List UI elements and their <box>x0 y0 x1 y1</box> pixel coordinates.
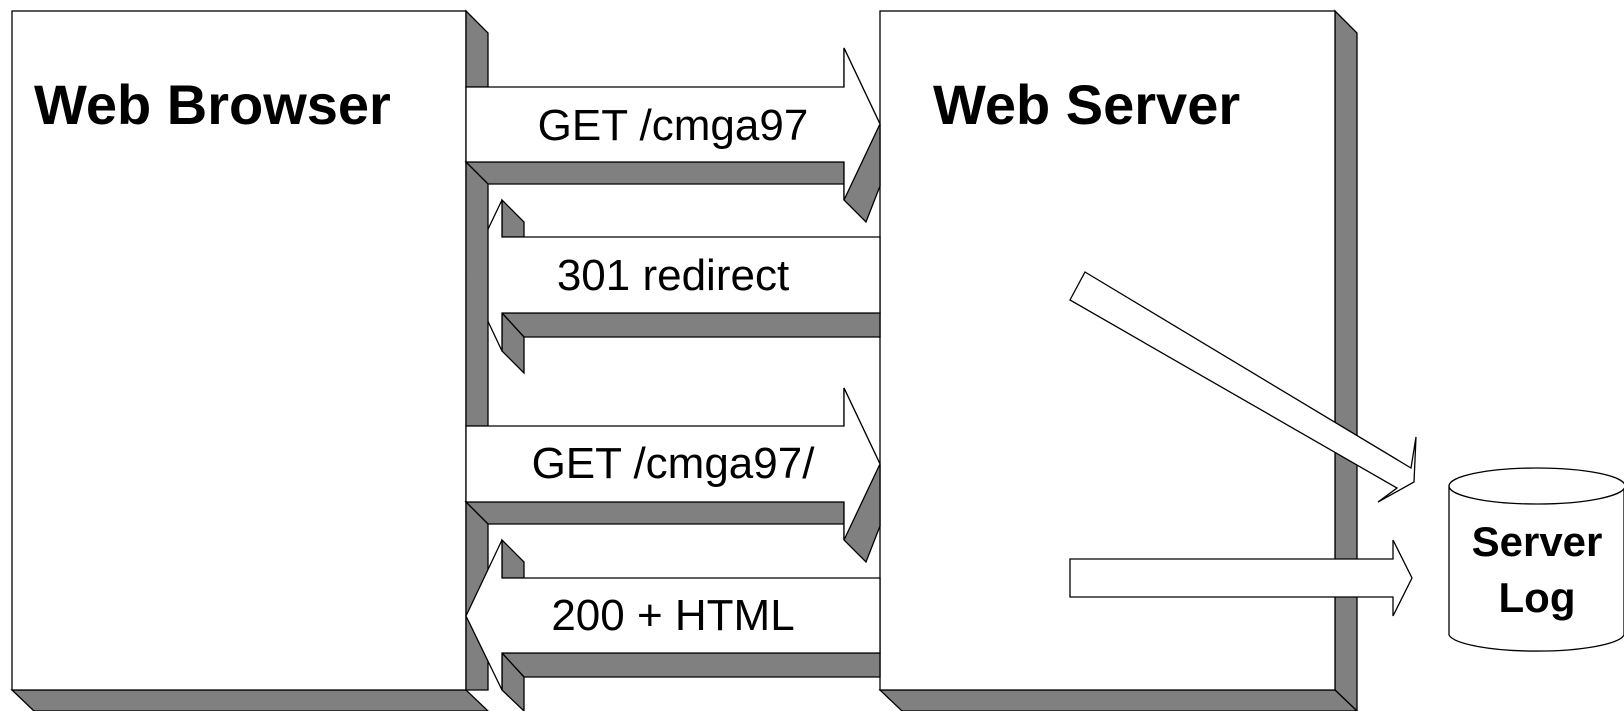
arrow-depth-left <box>465 160 489 427</box>
arrow-face <box>1069 539 1413 617</box>
arrow-depth-left <box>465 9 489 88</box>
server-log-database-icon: Server Log <box>1448 467 1624 652</box>
log-write-arrow-diagonal <box>1069 271 1417 503</box>
cylinder-top <box>1448 467 1624 505</box>
browser-box-depth-bottom <box>10 689 489 711</box>
response-arrow-1: 301 redirect <box>465 198 881 375</box>
request-arrow-2: GET /cmga97/ <box>464 160 881 564</box>
log-write-arrow-horizontal <box>1069 539 1413 617</box>
message-label-2: 301 redirect <box>557 251 789 300</box>
arrow-depth-bottom <box>500 312 881 338</box>
request-arrow-1: GET /cmga97 <box>464 9 881 224</box>
server-title: Web Server <box>933 73 1240 136</box>
arrow-depth-bottom <box>464 161 868 185</box>
cylinder-body <box>1448 485 1624 652</box>
web-browser-box: Web Browser <box>10 10 489 711</box>
log-label-line1: Server <box>1472 518 1603 565</box>
arrow-depth-bottom <box>500 652 881 678</box>
server-box-depth-right <box>1334 9 1358 711</box>
browser-title: Web Browser <box>34 73 391 136</box>
server-box-depth-bottom <box>878 689 1358 711</box>
arrow-depth-head-top <box>501 538 525 579</box>
arrow-face <box>465 387 881 541</box>
arrow-depth-bottom <box>464 501 868 525</box>
response-arrow-2: 200 + HTML <box>465 500 881 711</box>
arrow-depth-head-top <box>501 198 525 238</box>
message-label-4: 200 + HTML <box>551 591 794 640</box>
message-label-1: GET /cmga97 <box>538 101 809 150</box>
web-server-box: Web Server <box>878 9 1358 711</box>
arrow-face <box>1069 271 1417 503</box>
message-label-3: GET /cmga97/ <box>532 439 816 488</box>
log-label-line2: Log <box>1499 574 1576 621</box>
arrow-face <box>465 47 881 201</box>
arrow-face <box>465 539 881 691</box>
browser-box-face <box>11 10 467 691</box>
